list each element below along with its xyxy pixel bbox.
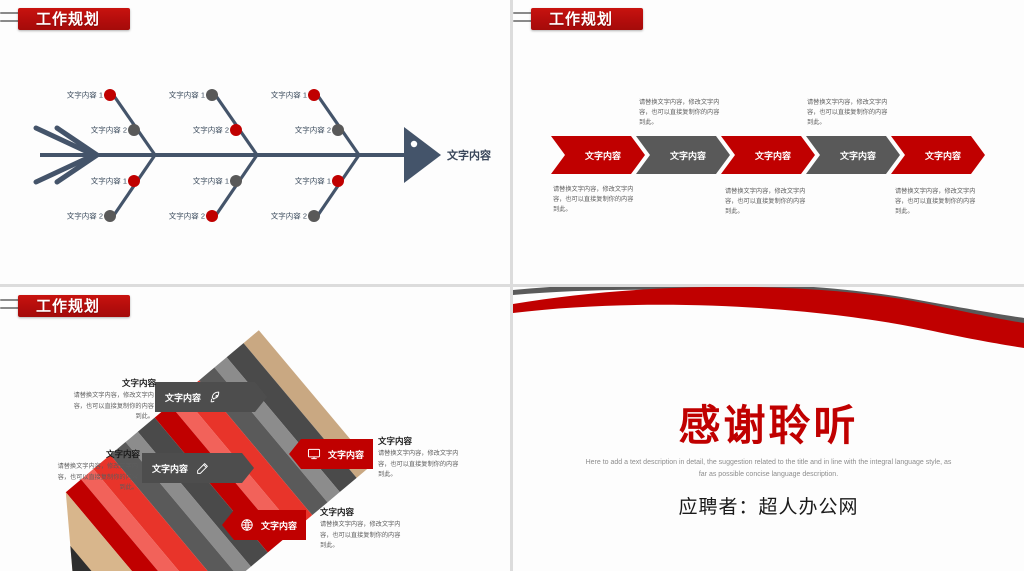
chevron-step-label: 文字内容 <box>839 150 876 161</box>
slide-fishbone: 工作规划 <box>0 0 510 284</box>
fishbone-label: 文字内容 1 <box>192 176 229 186</box>
page-title: 工作规划 <box>549 10 614 28</box>
slide-chevron-process: 工作规划 文字内容 文字内容 文字内容 文字内容 文字内容 请替换文字内容，修改… <box>513 0 1024 284</box>
chevron-step-label: 文字内容 <box>669 150 706 161</box>
page-title: 工作规划 <box>36 297 101 315</box>
fishbone-label: 文字内容 1 <box>168 90 205 100</box>
chevron-step-description: 请替换文字内容，修改文字内容，也可以直接复制你的内容到此。 <box>895 188 976 216</box>
pencil-banner-label: 文字内容 <box>328 449 365 460</box>
fishbone-label: 文字内容 1 <box>66 90 103 100</box>
pencil-heading-4: 文字内容 <box>320 507 355 517</box>
slide-title-banner: 工作规划 <box>18 8 130 30</box>
fishbone-label: 文字内容 1 <box>90 176 127 186</box>
fishbone-label: 文字内容 1 <box>270 90 307 100</box>
chevron-step-description: 请替换文字内容，修改文字内容，也可以直接复制你的内容到此。 <box>807 99 888 127</box>
page-title: 工作规划 <box>36 10 101 28</box>
chevron-step-description: 请替换文字内容，修改文字内容，也可以直接复制你的内容到此。 <box>553 186 634 214</box>
slide-pencil-infographic: 工作规划 <box>0 287 510 571</box>
pencil-banner-4[interactable]: 文字内容 <box>222 510 306 540</box>
chevron-step-2[interactable]: 文字内容 <box>636 136 730 174</box>
pencil-icon <box>196 462 209 475</box>
pencil-heading-2: 文字内容 <box>105 449 140 459</box>
slide-title-banner: 工作规划 <box>18 295 130 317</box>
pencil-heading-3: 文字内容 <box>378 436 413 446</box>
globe-icon <box>240 518 254 532</box>
fishbone-label: 文字内容 2 <box>66 211 103 221</box>
pencil-banner-1[interactable]: 文字内容 <box>155 382 267 412</box>
decorative-wave <box>513 287 1024 348</box>
fishbone-label: 文字内容 2 <box>294 125 331 135</box>
fishbone-label: 文字内容 2 <box>168 211 205 221</box>
chevron-step-label: 文字内容 <box>584 150 621 161</box>
pencil-banner-label: 文字内容 <box>165 392 202 403</box>
fishbone-label: 文字内容 2 <box>270 211 307 221</box>
pencil-body-3: 请替换文字内容，修改文字内容，也可以直接复制你的内容到此。 <box>378 450 459 479</box>
slide-title-banner: 工作规划 <box>531 8 643 30</box>
chevron-step-5[interactable]: 文字内容 <box>891 136 985 174</box>
fishbone-label: 文字内容 2 <box>90 125 127 135</box>
monitor-icon <box>307 447 321 461</box>
pencil-body-1: 请替换文字内容，修改文字内容，也可以直接复制你的内容到此。 <box>73 392 154 421</box>
chevron-step-4[interactable]: 文字内容 <box>806 136 900 174</box>
rocket-icon <box>209 391 222 404</box>
fishbone-label: 文字内容 1 <box>294 176 331 186</box>
thank-you-subtitle: Here to add a text description in detail… <box>585 459 952 479</box>
chevron-step-label: 文字内容 <box>924 150 961 161</box>
fishbone-outcome-label: 文字内容 <box>447 150 491 162</box>
chevron-step-description: 请替换文字内容，修改文字内容，也可以直接复制你的内容到此。 <box>639 99 720 127</box>
pencil-body-2: 请替换文字内容，修改文字内容，也可以直接复制你的内容到此。 <box>57 463 138 492</box>
pencil-banner-label: 文字内容 <box>261 520 298 531</box>
fishbone-label: 文字内容 2 <box>192 125 229 135</box>
chevron-step-description: 请替换文字内容，修改文字内容，也可以直接复制你的内容到此。 <box>725 188 806 216</box>
chevron-step-1[interactable]: 文字内容 <box>551 136 645 174</box>
fishbone-diagram <box>33 89 441 222</box>
chevron-process-row: 文字内容 文字内容 文字内容 文字内容 文字内容 <box>551 136 985 174</box>
thank-you-author: 应聘者：超人办公网 <box>678 497 859 518</box>
pencil-heading-1: 文字内容 <box>121 378 156 388</box>
pencil-banner-label: 文字内容 <box>152 463 189 474</box>
thank-you-heading: 感谢聆听 <box>678 402 859 449</box>
pencil-banner-3[interactable]: 文字内容 <box>289 439 373 469</box>
chevron-step-label: 文字内容 <box>754 150 791 161</box>
pencil-banner-2[interactable]: 文字内容 <box>142 453 254 483</box>
pencil-body-4: 请替换文字内容，修改文字内容，也可以直接复制你的内容到此。 <box>320 521 401 550</box>
chevron-step-3[interactable]: 文字内容 <box>721 136 815 174</box>
slide-thank-you: 感谢聆听 Here to add a text description in d… <box>513 287 1024 571</box>
